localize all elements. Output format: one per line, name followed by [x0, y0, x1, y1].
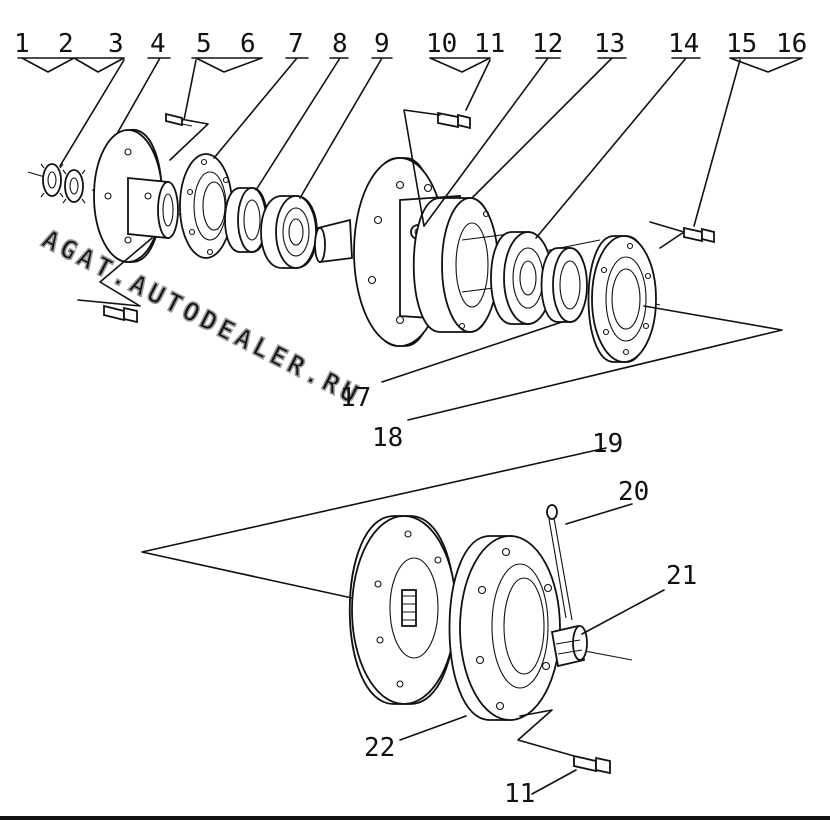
castle-nut-1 — [40, 163, 64, 198]
bolt-11-lower — [573, 754, 611, 775]
callout-21: 21 — [666, 561, 697, 591]
callout-13: 13 — [594, 29, 625, 59]
callout-11-lower: 11 — [504, 779, 535, 809]
ring-17 — [540, 247, 588, 323]
end-flange-18 — [587, 235, 657, 363]
callout-14: 14 — [668, 29, 699, 59]
drum-13 — [412, 197, 526, 333]
callout-15: 15 — [726, 29, 757, 59]
cotter-pin-20 — [546, 504, 573, 621]
callout-16: 16 — [776, 29, 807, 59]
coupling-disc-22 — [348, 515, 457, 705]
bottom-border — [0, 816, 830, 820]
coupling-hub — [448, 535, 561, 721]
castle-nut-2 — [62, 169, 86, 204]
callout-11: 11 — [474, 29, 505, 59]
callout-5: 5 — [196, 29, 212, 59]
callout-8: 8 — [332, 29, 348, 59]
callout-6: 6 — [240, 29, 256, 59]
callout-2: 2 — [58, 29, 74, 59]
callout-12: 12 — [532, 29, 563, 59]
callout-22: 22 — [364, 733, 395, 763]
bearing-14 — [490, 231, 553, 325]
callout-4: 4 — [150, 29, 166, 59]
leader-lines — [17, 57, 803, 795]
bearing-9 — [260, 195, 318, 269]
lower-assembly — [348, 504, 633, 775]
callout-10: 10 — [426, 29, 457, 59]
callout-7: 7 — [288, 29, 304, 59]
callout-18: 18 — [372, 423, 403, 453]
bolt-lower-left — [103, 304, 138, 324]
callout-9: 9 — [374, 29, 390, 59]
callout-labels: 1 2 3 4 5 6 7 8 9 10 11 12 13 14 15 16 1… — [14, 29, 807, 809]
callout-17: 17 — [340, 383, 371, 413]
bolt-15 — [683, 226, 715, 244]
callout-1: 1 — [14, 29, 30, 59]
flange-4 — [93, 129, 179, 263]
callout-19: 19 — [592, 429, 623, 459]
seal-ring-8 — [224, 187, 268, 253]
flange-plate-7 — [179, 153, 233, 259]
upper-assembly — [27, 111, 715, 363]
bolt-10 — [437, 111, 471, 130]
callout-3: 3 — [108, 29, 124, 59]
castle-nut-21 — [550, 624, 588, 668]
callout-20: 20 — [618, 477, 649, 507]
